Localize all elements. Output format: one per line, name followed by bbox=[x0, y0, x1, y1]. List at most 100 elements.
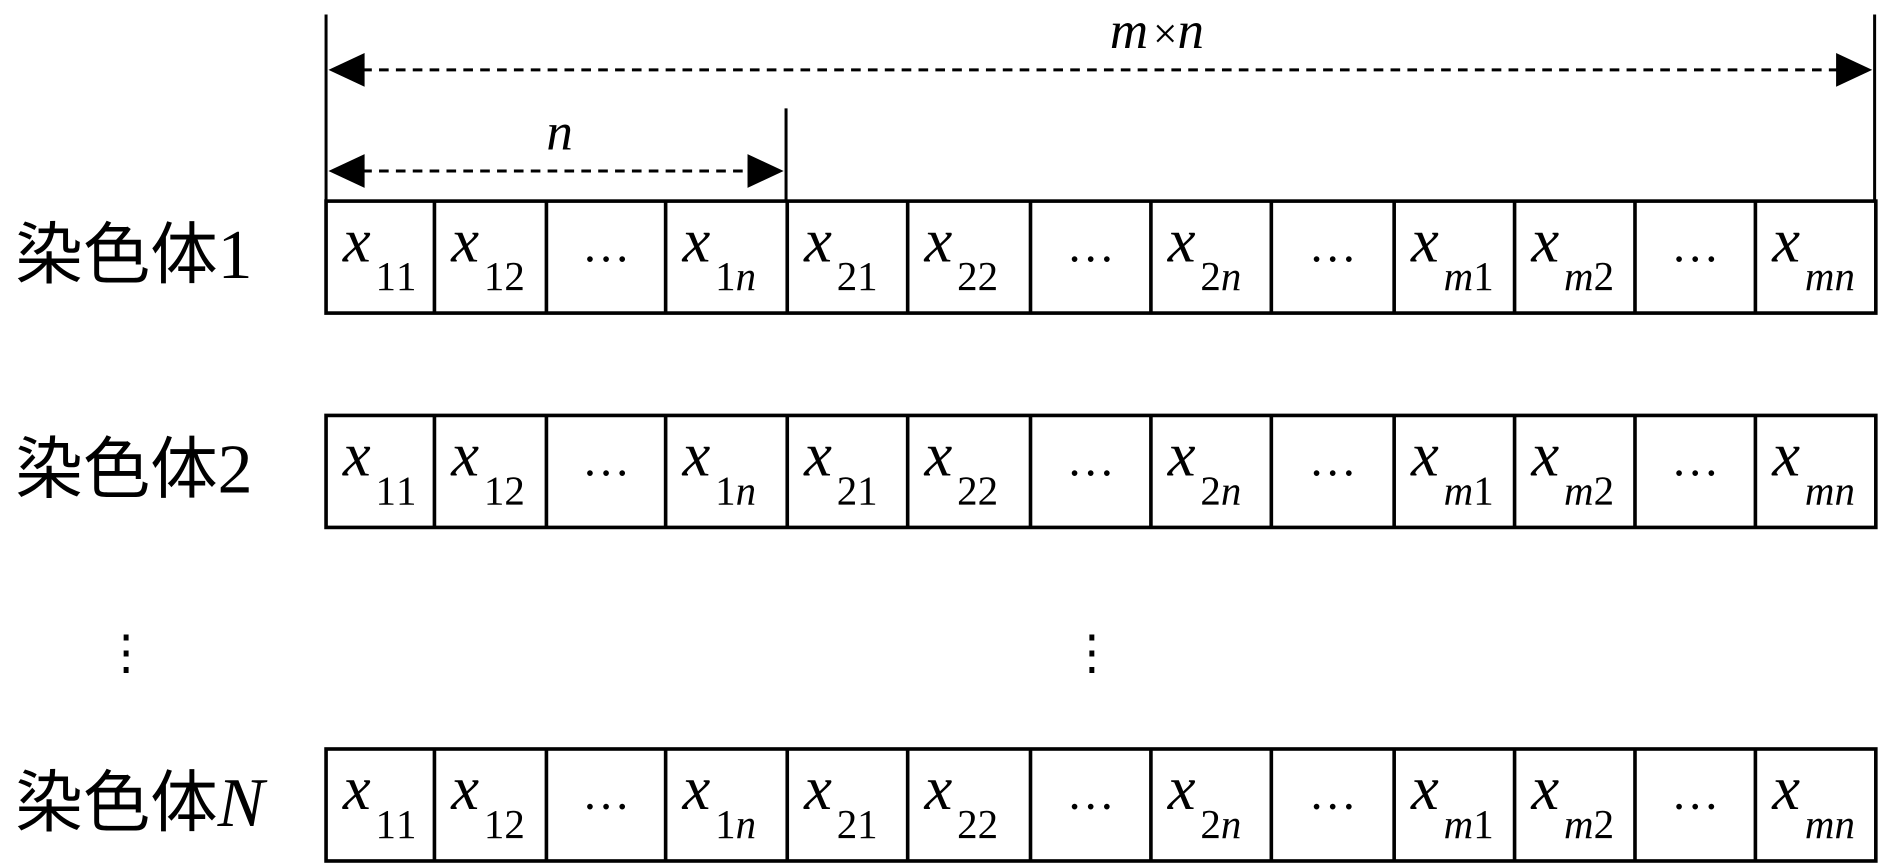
ellipsis-text: … bbox=[1067, 219, 1115, 272]
gene-subscript: 1 bbox=[715, 802, 735, 847]
gene-label: x1n bbox=[681, 205, 756, 299]
gene-subscript: 2 bbox=[978, 254, 998, 299]
gene-label: x2n bbox=[1167, 753, 1242, 847]
gene-cell: x22 bbox=[905, 415, 999, 528]
gene-cell: … bbox=[1269, 201, 1357, 314]
arrow-right-icon bbox=[1836, 52, 1873, 87]
gene-subscript: n bbox=[1221, 254, 1241, 299]
gene-base: x bbox=[342, 205, 371, 275]
gene-cell: … bbox=[1633, 415, 1719, 528]
gene-subscript: m bbox=[1564, 802, 1594, 847]
gene-subscript: 1 bbox=[484, 254, 504, 299]
gene-base: x bbox=[1410, 753, 1439, 823]
gene-label: x21 bbox=[803, 205, 878, 299]
gene-subscript: 2 bbox=[837, 469, 857, 514]
gene-label: xmn bbox=[1771, 753, 1855, 847]
gene-cell: x1n bbox=[663, 748, 756, 861]
gene-subscript: n bbox=[1834, 254, 1854, 299]
chromosome-border bbox=[324, 413, 1878, 530]
gene-cell: … bbox=[544, 415, 630, 528]
gene-cell: x2n bbox=[1149, 415, 1242, 528]
gene-subscript: 1 bbox=[376, 802, 396, 847]
gene-cell: … bbox=[1028, 415, 1115, 528]
gene-label: xm2 bbox=[1530, 753, 1614, 847]
gene-cell: xm2 bbox=[1512, 201, 1614, 314]
gene-subscript: 1 bbox=[396, 254, 416, 299]
ellipsis-text: … bbox=[1067, 434, 1115, 487]
ellipsis-text: … bbox=[1309, 219, 1357, 272]
gene-subscript: m bbox=[1805, 254, 1835, 299]
arrow-right-icon bbox=[747, 154, 784, 188]
gene-subscript: 1 bbox=[396, 802, 416, 847]
gene-subscript: 2 bbox=[504, 802, 524, 847]
ellipsis-text: … bbox=[1309, 767, 1357, 820]
gene-subscript: 1 bbox=[1473, 802, 1493, 847]
gene-subscript: n bbox=[736, 469, 756, 514]
gene-label: xm1 bbox=[1410, 753, 1494, 847]
gene-subscript: 1 bbox=[857, 469, 877, 514]
ellipsis-text: … bbox=[582, 767, 630, 820]
gene-label: x22 bbox=[924, 420, 999, 514]
gene-cell: x11 bbox=[342, 420, 417, 514]
gene-cell: x12 bbox=[432, 201, 525, 314]
gene-cell: x12 bbox=[432, 415, 525, 528]
gene-cell: … bbox=[1633, 748, 1719, 861]
gene-subscript: 1 bbox=[396, 469, 416, 514]
segment-length-label: n bbox=[546, 103, 572, 161]
gene-cell: xmn bbox=[1753, 748, 1855, 861]
chromosome-label: 染色体2 bbox=[15, 430, 252, 509]
gene-cell: xm2 bbox=[1512, 748, 1614, 861]
gene-subscript: m bbox=[1564, 469, 1594, 514]
gene-subscript: 2 bbox=[978, 802, 998, 847]
gene-subscript: n bbox=[1834, 802, 1854, 847]
gene-subscript: n bbox=[736, 802, 756, 847]
gene-subscript: 1 bbox=[484, 469, 504, 514]
gene-subscript: n bbox=[1221, 469, 1241, 514]
chromosome-label-prefix: 染色体 bbox=[15, 215, 217, 294]
gene-subscript: 2 bbox=[978, 469, 998, 514]
gene-subscript: m bbox=[1805, 802, 1835, 847]
gene-base: x bbox=[450, 420, 479, 490]
chromosome-border bbox=[324, 199, 1878, 315]
gene-subscript: 1 bbox=[1473, 254, 1493, 299]
gene-base: x bbox=[924, 205, 953, 275]
vertical-ellipsis-center: ⋮ bbox=[1068, 626, 1116, 679]
gene-subscript: n bbox=[1834, 469, 1854, 514]
gene-subscript: 1 bbox=[715, 469, 735, 514]
ellipsis-text: … bbox=[1671, 767, 1719, 820]
gene-base: x bbox=[342, 420, 371, 490]
gene-label: x21 bbox=[803, 753, 878, 847]
gene-cell: xm1 bbox=[1392, 415, 1494, 528]
gene-base: x bbox=[1771, 753, 1800, 823]
gene-base: x bbox=[1530, 205, 1559, 275]
arrow-left-icon bbox=[328, 52, 365, 87]
gene-subscript: 1 bbox=[376, 469, 396, 514]
gene-base: x bbox=[1771, 205, 1800, 275]
gene-cell: … bbox=[1028, 748, 1115, 861]
ellipsis-text: … bbox=[1671, 434, 1719, 487]
gene-cell: x21 bbox=[785, 201, 878, 314]
gene-cell: xm1 bbox=[1392, 201, 1494, 314]
gene-cell: xmn bbox=[1753, 415, 1855, 528]
gene-label: xm1 bbox=[1410, 420, 1494, 514]
gene-cell: … bbox=[1633, 201, 1719, 314]
gene-cell: x11 bbox=[342, 753, 417, 847]
gene-label: x2n bbox=[1167, 205, 1242, 299]
gene-subscript: n bbox=[1221, 802, 1241, 847]
gene-subscript: m bbox=[1444, 802, 1474, 847]
gene-label: x2n bbox=[1167, 420, 1242, 514]
gene-subscript: 2 bbox=[1594, 254, 1614, 299]
gene-subscript: m bbox=[1444, 254, 1474, 299]
gene-cell: x1n bbox=[663, 415, 756, 528]
gene-base: x bbox=[1167, 205, 1196, 275]
gene-cell: x2n bbox=[1149, 201, 1242, 314]
gene-base: x bbox=[681, 205, 710, 275]
gene-cell: x2n bbox=[1149, 748, 1242, 861]
gene-subscript: 2 bbox=[1200, 802, 1220, 847]
vertical-ellipsis-left: ⋮ bbox=[102, 626, 150, 679]
gene-cell: xm1 bbox=[1392, 748, 1494, 861]
gene-cell: x21 bbox=[785, 415, 878, 528]
